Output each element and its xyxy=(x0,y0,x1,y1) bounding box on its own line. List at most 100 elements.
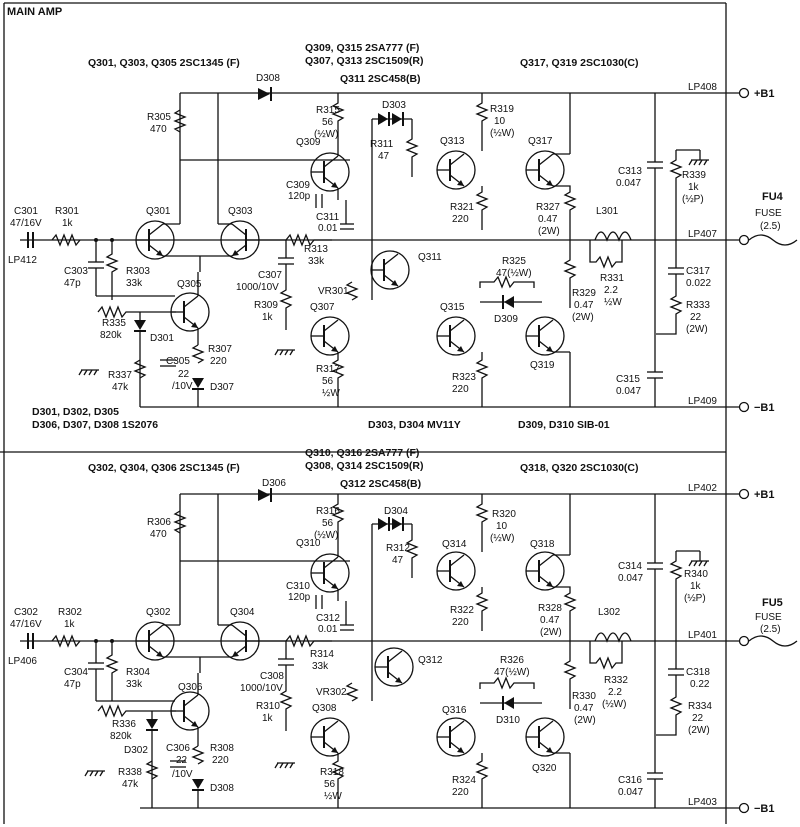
r339-value: 1k xyxy=(688,182,700,193)
fu5-label: FU5 xyxy=(762,597,783,609)
r338-label: R338 xyxy=(118,767,142,778)
q313-label: Q313 xyxy=(440,136,465,147)
r319-value: 10 xyxy=(494,116,506,127)
hdr-q311: Q311 2SC458(B) xyxy=(340,73,421,85)
r318-power: ½W xyxy=(324,791,342,802)
vr301-label: VR301 xyxy=(318,286,349,297)
r318-label: R318 xyxy=(320,767,344,778)
q311-label: Q311 xyxy=(418,252,442,263)
c306-label: C306 xyxy=(166,743,190,754)
q303-label: Q303 xyxy=(228,206,253,217)
r310-value: 1k xyxy=(262,713,274,724)
r328-power: (2W) xyxy=(540,627,562,638)
c310-value: 120p xyxy=(288,592,311,603)
d304-label: D304 xyxy=(384,506,408,517)
r326-value: 47(½W) xyxy=(494,667,530,678)
lp402: LP402 xyxy=(688,483,717,494)
q319-label: Q319 xyxy=(530,360,555,371)
d308-label: D308 xyxy=(210,783,234,794)
hdr-q301: Q301, Q303, Q305 2SC1345 (F) xyxy=(88,57,240,69)
c301-value: 47/16V xyxy=(10,218,42,229)
r305-value: 470 xyxy=(150,124,167,135)
r340-value: 1k xyxy=(690,581,702,592)
q306-label: Q306 xyxy=(178,682,203,693)
d301-label: D301 xyxy=(150,333,174,344)
bottom-channel: Q302, Q304, Q306 2SC1345 (F) Q310, Q316 … xyxy=(8,447,798,815)
c314-label: C314 xyxy=(618,561,642,572)
c318-value: 0.22 xyxy=(690,679,710,690)
r316-label: R316 xyxy=(316,506,340,517)
q308-label: Q308 xyxy=(312,703,337,714)
r328-label: R328 xyxy=(538,603,562,614)
r306-label: R306 xyxy=(147,517,171,528)
c305-label: C305 xyxy=(166,356,190,367)
l301-label: L301 xyxy=(596,206,619,217)
fu5-fuse: FUSE xyxy=(755,612,782,623)
lp409: LP409 xyxy=(688,396,717,407)
r319-power: (½W) xyxy=(490,128,514,139)
d307-label: D307 xyxy=(210,382,234,393)
r324-label: R324 xyxy=(452,775,476,786)
r325-value: 47(½W) xyxy=(496,268,532,279)
r337-label: R337 xyxy=(108,370,132,381)
r326-label: R326 xyxy=(500,655,524,666)
r313-value: 33k xyxy=(308,256,325,267)
c306-value: 22 xyxy=(176,755,188,766)
main-amp-title: MAIN AMP xyxy=(7,6,62,18)
c310-label: C310 xyxy=(286,581,310,592)
r332-value: 2.2 xyxy=(608,687,622,698)
d309-label: D309 xyxy=(494,314,518,325)
r339-power: (½P) xyxy=(682,194,704,205)
c303-label: C303 xyxy=(64,266,88,277)
lp408: LP408 xyxy=(688,82,717,93)
r336-value: 820k xyxy=(110,731,133,742)
r331-power: ½W xyxy=(604,297,622,308)
c311-label: C311 xyxy=(316,212,340,223)
r301-value: 1k xyxy=(62,218,74,229)
r312-value: 47 xyxy=(392,555,404,566)
r329-label: R329 xyxy=(572,288,596,299)
r322-value: 220 xyxy=(452,617,469,628)
r333-label: R333 xyxy=(686,300,710,311)
q316-label: Q316 xyxy=(442,705,467,716)
r330-power: (2W) xyxy=(574,715,596,726)
c308-label: C308 xyxy=(260,671,284,682)
c316-label: C316 xyxy=(618,775,642,786)
r306-value: 470 xyxy=(150,529,167,540)
r320-power: (½W) xyxy=(490,533,514,544)
r329-power: (2W) xyxy=(572,312,594,323)
b1-neg-bottom: −B1 xyxy=(754,803,775,815)
r301-label: R301 xyxy=(55,206,79,217)
c315-value: 0.047 xyxy=(616,386,641,397)
fu4-value: (2.5) xyxy=(760,221,781,232)
r327-value: 0.47 xyxy=(538,214,558,225)
c304-label: C304 xyxy=(64,667,88,678)
r302-label: R302 xyxy=(58,607,82,618)
c309-value: 120p xyxy=(288,191,311,202)
r329-value: 0.47 xyxy=(574,300,594,311)
r309-value: 1k xyxy=(262,312,274,323)
hdr-d301a: D301, D302, D305 xyxy=(32,406,119,418)
r340-power: (½P) xyxy=(684,593,706,604)
c309-label: C309 xyxy=(286,180,310,191)
q307-label: Q307 xyxy=(310,302,335,313)
hdr-q309a: Q309, Q315 2SA777 (F) xyxy=(305,42,419,54)
r315-label: R315 xyxy=(316,105,340,116)
r308-label: R308 xyxy=(210,743,234,754)
q304-label: Q304 xyxy=(230,607,255,618)
d303-label: D303 xyxy=(382,100,406,111)
r335-value: 820k xyxy=(100,330,123,341)
lp412: LP412 xyxy=(8,255,37,266)
r332-label: R332 xyxy=(604,675,628,686)
q309-label: Q309 xyxy=(296,137,321,148)
r320-value: 10 xyxy=(496,521,508,532)
r320-label: R320 xyxy=(492,509,516,520)
c313-value: 0.047 xyxy=(616,178,641,189)
r304-label: R304 xyxy=(126,667,150,678)
lp403: LP403 xyxy=(688,797,717,808)
c307-label: C307 xyxy=(258,270,282,281)
r324-value: 220 xyxy=(452,787,469,798)
top-channel: Q301, Q303, Q305 2SC1345 (F) Q309, Q315 … xyxy=(8,42,798,431)
c301-label: C301 xyxy=(14,206,38,217)
